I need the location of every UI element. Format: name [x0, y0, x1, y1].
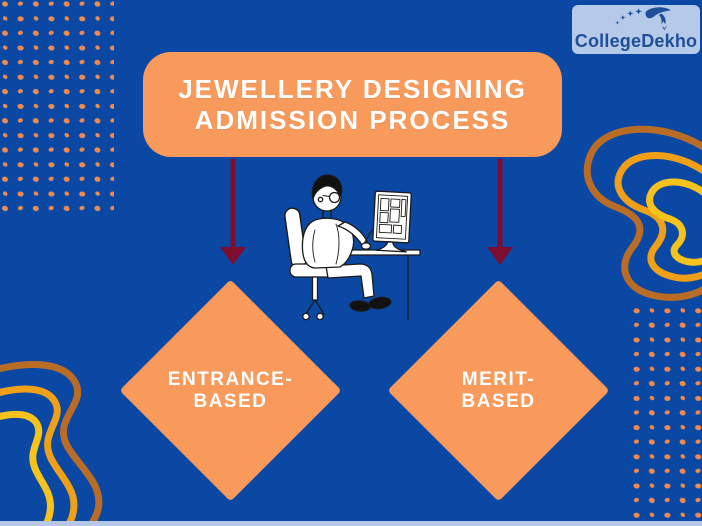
chair-wheel — [302, 312, 310, 321]
entrance-based-diamond: ENTRANCE- BASED — [119, 279, 342, 502]
branch-label-line: ENTRANCE- — [167, 369, 294, 390]
shoe — [368, 296, 392, 310]
collegedekho-logo: CollegeDekho — [572, 5, 700, 54]
branch-label: ENTRANCE- BASED — [152, 312, 309, 469]
title-banner: JEWELLERY DESIGNING ADMISSION PROCESS — [143, 52, 562, 157]
stars-swoosh-icon — [615, 7, 671, 31]
dot-grid-bottom-right — [624, 306, 702, 526]
down-arrow-left — [220, 159, 246, 265]
glasses — [328, 191, 341, 204]
hair — [311, 174, 343, 200]
wavy-lines-bottom-left — [0, 361, 103, 526]
branch-label: MERIT- BASED — [420, 312, 577, 469]
neck — [322, 209, 332, 219]
branch-label-line: BASED — [193, 391, 268, 412]
shoe — [349, 300, 371, 312]
wavy-lines-right — [583, 125, 702, 301]
chair-base — [305, 299, 325, 315]
person-at-computer-illustration — [284, 174, 421, 321]
computer-monitor — [372, 190, 412, 253]
chair-wheel — [316, 312, 324, 321]
pen — [364, 229, 373, 243]
bottom-edge-strip — [0, 521, 702, 526]
legs — [325, 263, 375, 299]
ear — [317, 196, 324, 203]
branch-label-line: BASED — [461, 391, 536, 412]
branch-label-line: MERIT- — [461, 369, 536, 390]
arm — [337, 221, 368, 246]
dot-grid-top-left — [0, 0, 114, 219]
title-line-1: JEWELLERY DESIGNING — [178, 74, 527, 104]
hand — [360, 242, 372, 250]
title-line-2: ADMISSION PROCESS — [194, 105, 511, 135]
chair-stem — [311, 276, 319, 301]
brand-name: CollegeDekho — [574, 31, 698, 51]
down-arrow-right — [487, 159, 513, 265]
merit-based-diamond: MERIT- BASED — [387, 279, 610, 502]
